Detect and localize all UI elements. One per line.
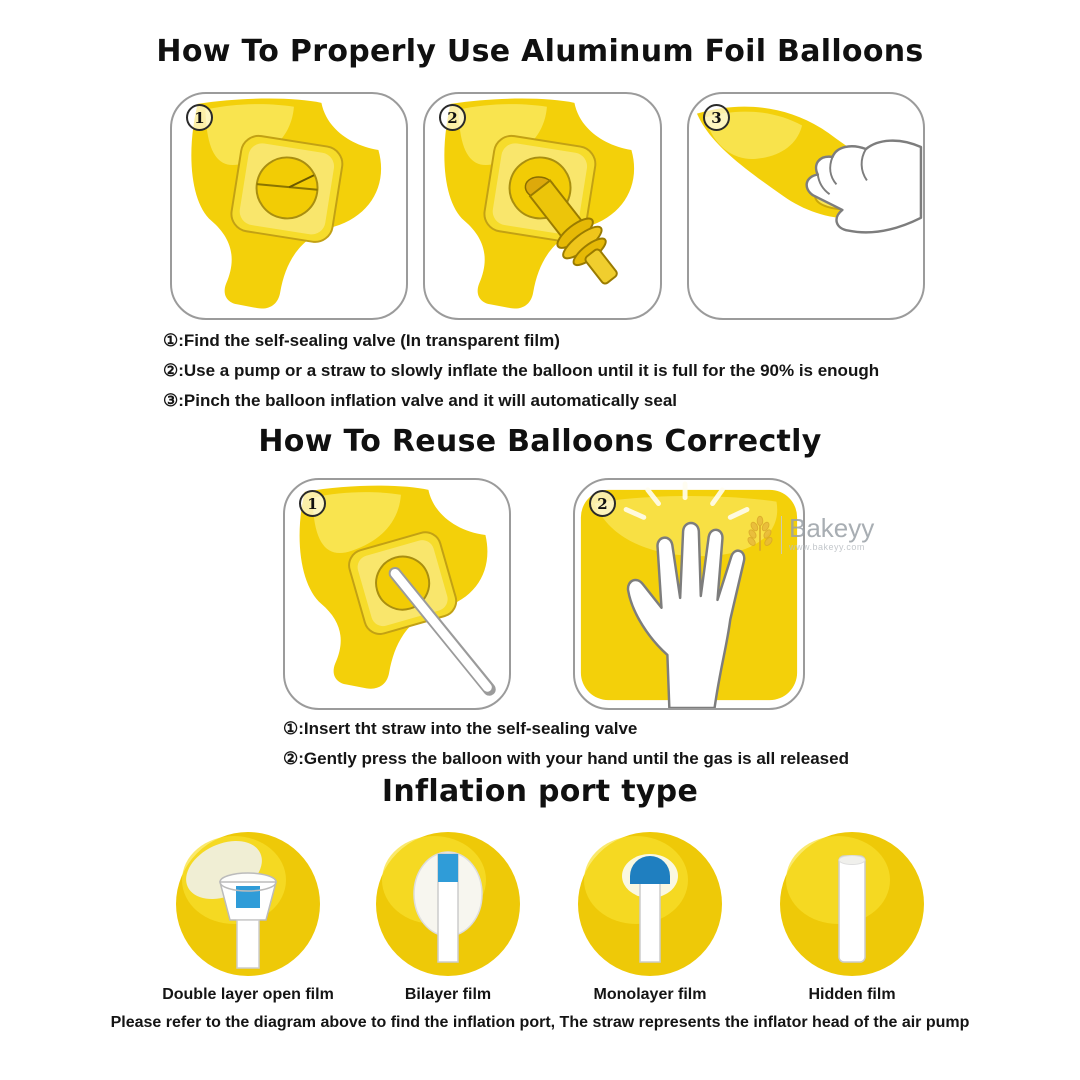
step-text: ①:Find the self-sealing valve (In transp…: [163, 331, 560, 350]
watermark-divider: [781, 516, 782, 554]
panel-number-badge: 2: [439, 104, 466, 131]
pinch-seal-illustration: [696, 106, 923, 234]
panel-insert-straw: 1: [283, 478, 511, 710]
panel-press-balloon: 2: [573, 478, 805, 710]
footnote-text: Please refer to the diagram above to fin…: [110, 1014, 970, 1031]
port-label: Hidden film: [808, 986, 896, 1003]
panel-find-valve: 1: [170, 92, 408, 320]
section2-steps: ①:Insert tht straw into the self-sealing…: [283, 714, 849, 774]
panel-number-badge: 3: [703, 104, 730, 131]
straw-insert-illustration: [299, 485, 496, 696]
panel-number-badge: 1: [186, 104, 213, 131]
panel-inflate-with-pump: 2: [423, 92, 662, 320]
hand-press-illustration: [580, 481, 798, 708]
port-label: Bilayer film: [404, 986, 492, 1003]
step-text: ②:Gently press the balloon with your han…: [283, 749, 849, 768]
bilayer-film-icon: [374, 830, 522, 978]
wheat-icon: [747, 515, 773, 551]
watermark-brand: Bakeyy: [789, 513, 875, 543]
section2-title: How To Reuse Balloons Correctly: [258, 424, 822, 459]
bakeyy-watermark: Bakeyy www.bakeyy.com: [746, 514, 874, 554]
panel-number-badge: 1: [299, 490, 326, 517]
step-text: ③:Pinch the balloon inflation valve and …: [163, 391, 678, 410]
double-layer-open-film-icon: [174, 830, 322, 978]
panel-pinch-to-seal: 3: [687, 92, 925, 320]
find-valve-illustration: [191, 98, 382, 309]
watermark-url: www.bakeyy.com: [789, 542, 865, 552]
port-label: Monolayer film: [593, 986, 707, 1003]
hidden-film-icon: [778, 830, 926, 978]
panel-number-badge: 2: [589, 490, 616, 517]
monolayer-film-icon: [576, 830, 724, 978]
section1-steps: ①:Find the self-sealing valve (In transp…: [163, 326, 879, 416]
section1-title: How To Properly Use Aluminum Foil Balloo…: [156, 34, 924, 69]
step-text: ①:Insert tht straw into the self-sealing…: [283, 719, 638, 738]
section3-title: Inflation port type: [381, 774, 699, 809]
port-label: Double layer open film: [162, 986, 334, 1003]
step-text: ②:Use a pump or a straw to slowly inflat…: [163, 361, 880, 380]
pump-inflate-illustration: [444, 98, 635, 309]
